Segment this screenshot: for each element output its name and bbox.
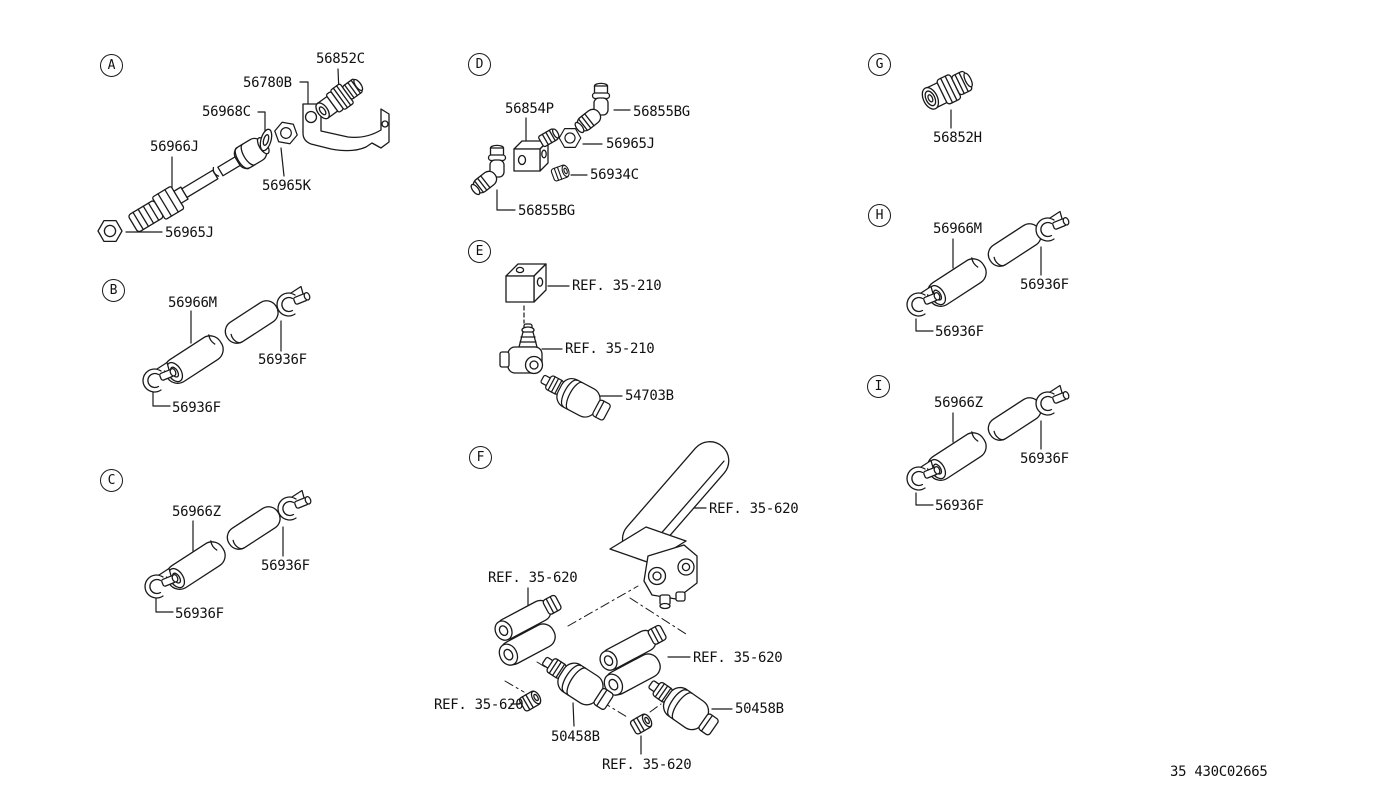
section-e-art — [499, 263, 623, 428]
part-label-d-56934c: 56934C — [590, 167, 639, 183]
section-f-art — [484, 441, 733, 755]
part-label-e-ref-35-210-1: REF. 35-210 — [572, 278, 662, 294]
part-label-f-ref-right-fitting: REF. 35-620 — [693, 650, 783, 666]
balloon-section-h: H — [868, 204, 891, 227]
part-label-d-56855bg-1: 56855BG — [633, 104, 690, 120]
part-label-e-ref-35-210-2: REF. 35-210 — [565, 341, 655, 357]
part-label-i-56936f-2: 56936F — [935, 498, 984, 514]
part-label-a-56966j: 56966J — [150, 139, 199, 155]
section-a-art — [97, 68, 390, 243]
section-i-art — [906, 384, 1071, 506]
part-label-b-56966m: 56966M — [168, 295, 217, 311]
part-label-c-56936f-2: 56936F — [175, 606, 224, 622]
balloon-section-f: F — [469, 446, 492, 469]
part-label-h-56936f-1: 56936F — [1020, 277, 1069, 293]
section-b-art — [142, 285, 312, 407]
balloon-section-b: B — [102, 279, 125, 302]
section-g-art — [917, 65, 978, 129]
part-label-f-ref-left-bushing: REF. 35-620 — [434, 697, 524, 713]
part-label-e-54703b: 54703B — [625, 388, 674, 404]
part-label-c-56966z: 56966Z — [172, 504, 221, 520]
part-label-c-56936f-1: 56936F — [261, 558, 310, 574]
section-h-art — [906, 210, 1071, 332]
balloon-section-d: D — [468, 53, 491, 76]
balloon-section-g: G — [868, 53, 891, 76]
part-label-h-56966m: 56966M — [933, 221, 982, 237]
balloon-section-a: A — [100, 54, 123, 77]
part-label-a-56965j: 56965J — [165, 225, 214, 241]
part-label-f-ref-pedal: REF. 35-620 — [709, 501, 799, 517]
page-code: 35 430C02665 — [1170, 764, 1268, 780]
part-label-a-56965k: 56965K — [262, 178, 311, 194]
part-label-b-56936f-2: 56936F — [172, 400, 221, 416]
section-d-art — [468, 82, 631, 211]
part-label-i-56936f-1: 56936F — [1020, 451, 1069, 467]
part-label-d-56965j: 56965J — [606, 136, 655, 152]
part-label-d-56854p: 56854P — [505, 101, 554, 117]
part-label-f-ref-left-fitting: REF. 35-620 — [488, 570, 578, 586]
balloon-section-i: I — [867, 375, 890, 398]
part-label-f-ref-bottom-bushing: REF. 35-620 — [602, 757, 692, 773]
part-label-g-56852h: 56852H — [933, 130, 982, 146]
section-c-art — [144, 489, 313, 613]
part-label-d-56855bg-2: 56855BG — [518, 203, 575, 219]
part-label-f-50458b-left: 50458B — [551, 729, 600, 745]
balloon-section-c: C — [100, 469, 123, 492]
part-label-i-56966z: 56966Z — [934, 395, 983, 411]
part-label-h-56936f-2: 56936F — [935, 324, 984, 340]
part-label-f-50458b-right: 50458B — [735, 701, 784, 717]
part-label-a-56852c: 56852C — [316, 51, 365, 67]
part-label-a-56780b: 56780B — [243, 75, 292, 91]
balloon-section-e: E — [468, 240, 491, 263]
part-label-a-56968c: 56968C — [202, 104, 251, 120]
part-label-b-56936f-1: 56936F — [258, 352, 307, 368]
